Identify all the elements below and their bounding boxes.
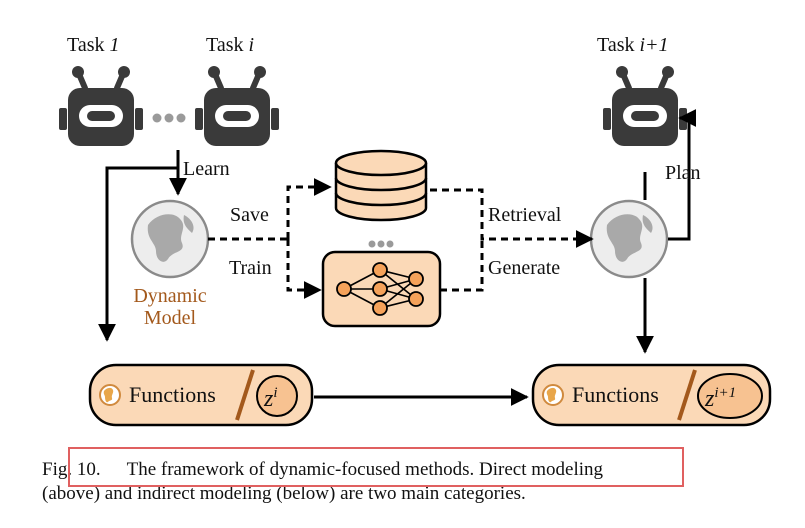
dynamic-model-label: Dynamic Model [112, 285, 228, 329]
robot-task-i-icon [195, 66, 279, 146]
neural-network-icon [321, 250, 442, 328]
robot-task-1-icon [59, 66, 143, 146]
caption-line-2: (above) and indirect modeling (below) ar… [42, 483, 526, 504]
z-i-label: zi [264, 385, 278, 412]
caption-highlight-box [68, 447, 684, 487]
mini-globe-icon [99, 384, 121, 406]
caption-figure-number: Fig. 10. [42, 459, 101, 480]
plan-label: Plan [665, 162, 701, 184]
figure-caption: Fig. 10. The framework of dynamic-focused… [42, 458, 794, 506]
task-i-plus-1-label: Task i+1 [597, 34, 669, 56]
functions-right-label: Functions [572, 382, 659, 407]
solid-arrows [98, 109, 697, 406]
functions-left-label: Functions [129, 382, 216, 407]
functions-box-left [88, 363, 314, 427]
dynamic-model-globe-icon [130, 199, 210, 279]
robot-task-i-plus-1-icon [603, 66, 687, 146]
train-label: Train [229, 257, 272, 279]
dynamic-model-line2: Model [143, 307, 197, 329]
task-1-label: Task 1 [67, 34, 120, 56]
dashed-arrows [208, 178, 594, 299]
ellipsis-dots-small-icon [368, 240, 394, 248]
save-label: Save [230, 204, 269, 226]
dynamic-model-line1: Dynamic [133, 285, 207, 307]
mini-globe-icon [542, 384, 564, 406]
task-i-label: Task i [206, 34, 255, 56]
retrieval-label: Retrieval [488, 204, 562, 226]
learn-label: Learn [183, 158, 230, 180]
functions-box-right [531, 363, 772, 427]
target-globe-icon [589, 199, 669, 279]
caption-line-1: The framework of dynamic-focused methods… [126, 459, 604, 480]
ellipsis-dots-icon [152, 113, 186, 123]
z-i-plus-1-label: zi+1 [705, 385, 737, 412]
database-icon [334, 149, 428, 222]
generate-label: Generate [488, 257, 561, 279]
